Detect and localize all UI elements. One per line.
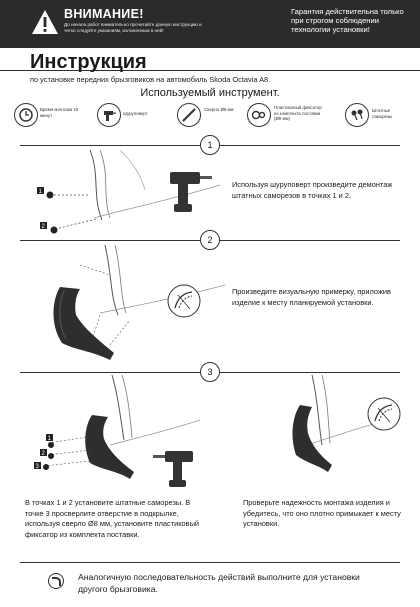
step-1-illustration: 1 2 <box>37 150 221 234</box>
guarantee-text: Гарантия действительна только при строго… <box>291 7 404 34</box>
step-3-text-left: В точках 1 и 2 установите штатные саморе… <box>25 498 200 539</box>
plastic-clip-icon <box>247 103 271 127</box>
step-2-text: Произведите визуальную примерку, приложи… <box>232 287 391 307</box>
repeat-icon <box>48 573 64 589</box>
screwdriver-drill-icon <box>97 103 121 127</box>
step-3a-illustration: 1 2 3 <box>34 375 201 487</box>
tools-heading: Используемый инструмент. <box>140 87 280 99</box>
step-2-illustration <box>53 245 226 360</box>
page-subtitle: по установке передних брызговиков на авт… <box>30 75 271 84</box>
tool-label-bit: Сверло Ø8 мм <box>204 107 234 112</box>
marker-2: 2 <box>42 224 46 230</box>
marker-2: 2 <box>42 451 46 457</box>
marker-1: 1 <box>39 189 43 195</box>
screws-icon <box>345 103 369 127</box>
step-1-number: 1 <box>200 135 220 155</box>
screwdriver-drill-icon <box>153 451 193 487</box>
clock-icon <box>14 103 38 127</box>
tool-label-screws: Штатные саморезы <box>372 108 393 119</box>
footer-divider <box>20 562 400 563</box>
title-divider <box>0 70 420 71</box>
step-2-number: 2 <box>200 230 220 250</box>
step-1-text: Используя шуруповерт произведите демонта… <box>232 180 393 200</box>
page-title: Инструкция <box>30 51 147 73</box>
warning-text: До начала работ внимательно прочитайте д… <box>64 22 202 33</box>
footer-note: Аналогичную последовательность действий … <box>78 572 360 594</box>
step-3-text-right: Проверьте надежность монтажа изделия и у… <box>243 498 401 529</box>
step-3-number: 3 <box>200 362 220 382</box>
tool-label-clip: Пластиковый фиксатор из комплекта постав… <box>274 105 322 121</box>
warning-header: ВНИМАНИЕ! До начала работ внимательно пр… <box>0 0 420 48</box>
warning-triangle-icon <box>32 10 58 34</box>
drill-bit-icon <box>177 103 201 127</box>
fit-check-icon <box>367 397 401 431</box>
fitting-view-icon <box>167 284 201 318</box>
warning-title: ВНИМАНИЕ! <box>64 7 144 21</box>
marker-1: 1 <box>48 436 52 442</box>
marker-3: 3 <box>36 464 40 470</box>
tool-label-drill: Шуруповерт <box>123 111 148 116</box>
screwdriver-drill-icon <box>170 172 212 212</box>
tool-label-time: Время монтажа 10 минут <box>40 107 79 118</box>
step-3b-illustration <box>292 375 378 472</box>
